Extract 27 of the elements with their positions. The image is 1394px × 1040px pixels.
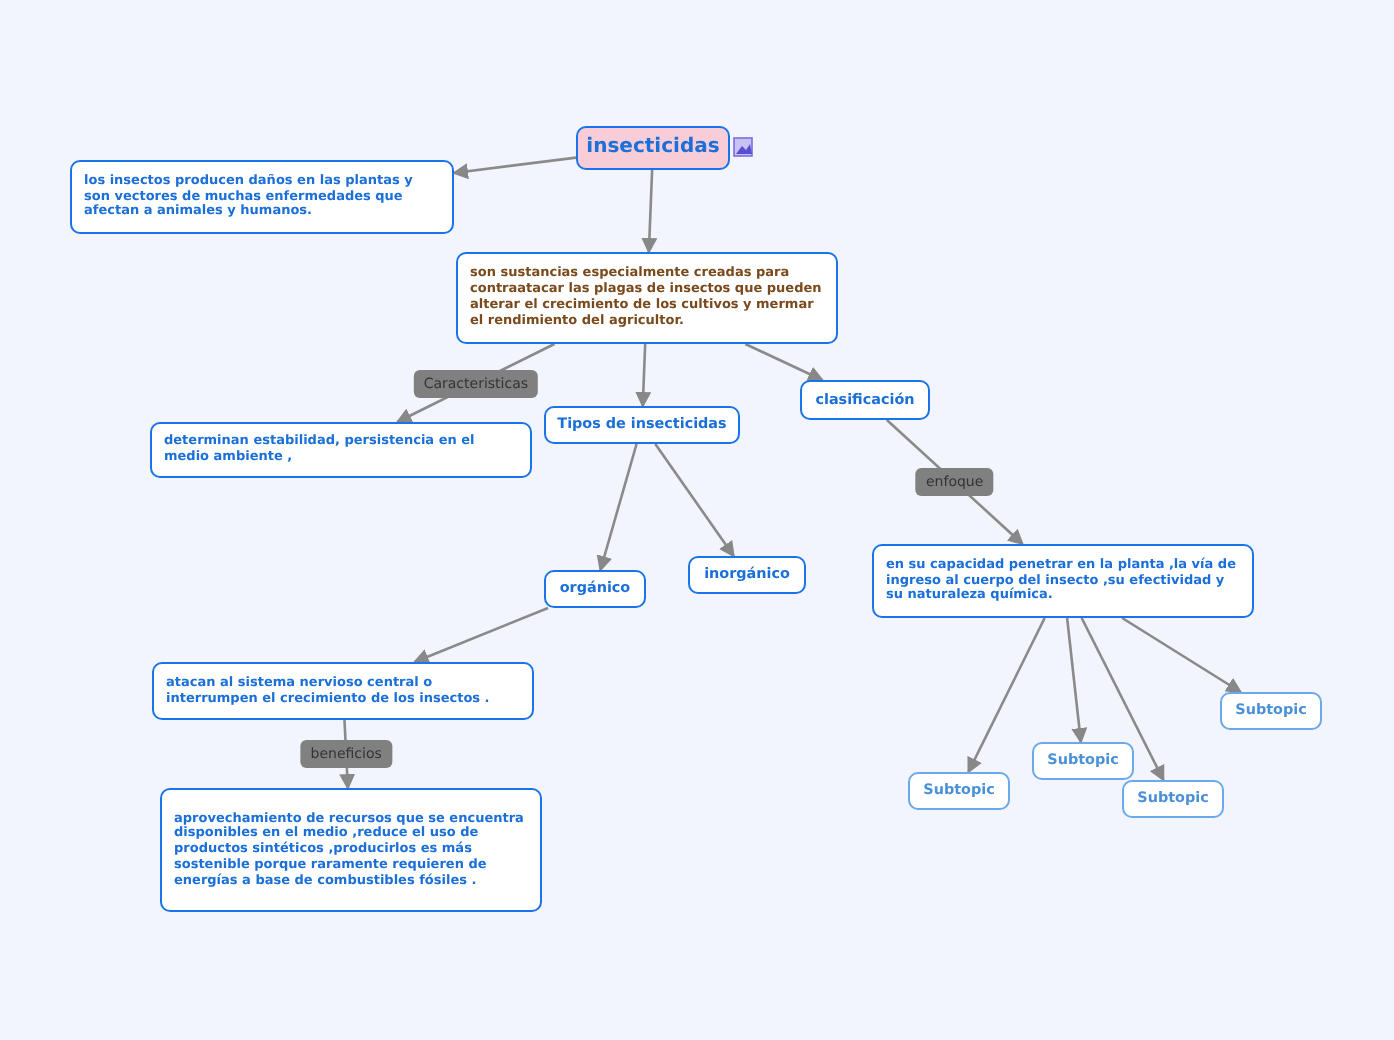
arrow [412,606,549,665]
subtopic-box [1032,742,1134,780]
arrow [654,443,735,558]
subtopic-box [150,422,532,478]
subtopic-box [544,406,740,444]
topic-box [576,126,730,170]
subtopic-box [456,252,838,344]
arrow [641,169,658,254]
subtopic-box [800,380,930,420]
subtopic-box [872,544,1254,618]
arrow [967,617,1046,774]
arrow [596,443,638,572]
subtopic-box [544,570,646,608]
arrow [1121,616,1243,694]
subtopic-box [1122,780,1224,818]
arrow [1065,617,1088,744]
arrow [635,343,652,408]
arrow [1080,617,1165,782]
arrow [744,342,825,382]
subtopic-box [908,772,1010,810]
subtopic-box [1220,692,1322,730]
subtopic-box [70,160,454,234]
node-text: insecticidas [586,136,720,160]
arrow [452,156,577,180]
subtopic-box [688,556,806,594]
subtopic-box [152,662,534,720]
subtopic-box [160,788,542,912]
